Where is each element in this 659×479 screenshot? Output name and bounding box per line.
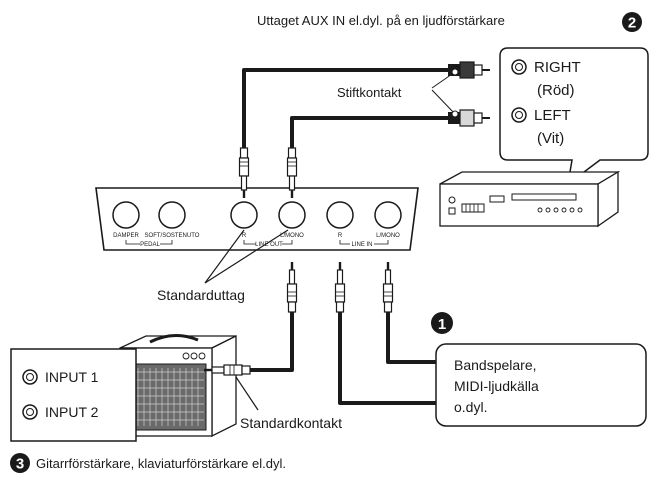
line-out-l-label: L/MONO	[280, 233, 304, 239]
input-2-label: INPUT 2	[45, 404, 99, 420]
input-callout	[10, 348, 137, 442]
line-in-r-jack	[326, 201, 354, 229]
badge-three	[10, 453, 30, 473]
cable-line-in-l	[386, 310, 438, 364]
damper-jack	[112, 201, 140, 229]
line-in-group-label: LINE IN	[351, 242, 372, 248]
plug-line-in-l	[382, 260, 394, 314]
bottom-caption: Gitarrförstärkare, klaviaturförstärkare …	[36, 456, 286, 471]
cable-left-channel	[290, 116, 454, 150]
line-out-l-jack	[278, 201, 306, 229]
badge-one-number: 1	[438, 316, 446, 333]
plug-line-in-r	[334, 260, 346, 314]
line-out-r-label: R	[242, 233, 247, 239]
source-line-1: Bandspelare,	[454, 357, 537, 373]
std-plug-label: Standardkontakt	[240, 415, 342, 431]
guitar-amp-icon	[119, 334, 237, 438]
cable-to-amp	[242, 310, 294, 372]
line-in-l-jack	[374, 201, 402, 229]
source-line-2: MIDI-ljudkälla	[454, 378, 539, 394]
badge-three-number: 3	[16, 456, 24, 473]
right-color: (Röd)	[537, 82, 575, 99]
line-in-l-label: L/MONO	[376, 233, 400, 239]
line-out-r-jack	[230, 201, 258, 229]
cables	[242, 68, 454, 405]
left-color: (Vit)	[537, 130, 564, 147]
source-callout	[435, 343, 647, 427]
top-caption: Uttaget AUX IN el.dyl. på en ljudförstär…	[257, 13, 505, 28]
panel-jacks	[112, 201, 402, 229]
std-plug-pointer	[235, 376, 259, 411]
std-jack-pointers	[204, 229, 289, 284]
soft-sostenuto-jack	[158, 201, 186, 229]
soft-label: SOFT/SOSTENUTO	[145, 233, 200, 239]
pin-plug-label: Stiftkontakt	[337, 85, 402, 100]
source-line-3: o.dyl.	[454, 399, 487, 415]
stereo-receiver-icon	[439, 170, 621, 228]
input-1-label: INPUT 1	[45, 369, 99, 385]
badge-two	[622, 12, 642, 32]
plug-amp-input	[204, 364, 251, 376]
rca-plug-red	[448, 61, 490, 79]
std-jack-label: Standarduttag	[157, 287, 245, 303]
left-label: LEFT	[534, 107, 571, 124]
pedal-group-label: PEDAL	[140, 242, 160, 248]
badge-one	[431, 312, 453, 334]
plug-amp-side	[286, 260, 298, 314]
cable-right-channel	[242, 68, 454, 150]
badge-two-number: 2	[628, 15, 636, 32]
line-out-group-label: LINE OUT	[255, 242, 283, 248]
damper-label: DAMPER	[113, 233, 139, 239]
right-label: RIGHT	[534, 59, 581, 76]
pin-plug-pointers	[431, 68, 459, 118]
cable-line-in-r	[338, 310, 438, 405]
line-in-r-label: R	[338, 233, 343, 239]
